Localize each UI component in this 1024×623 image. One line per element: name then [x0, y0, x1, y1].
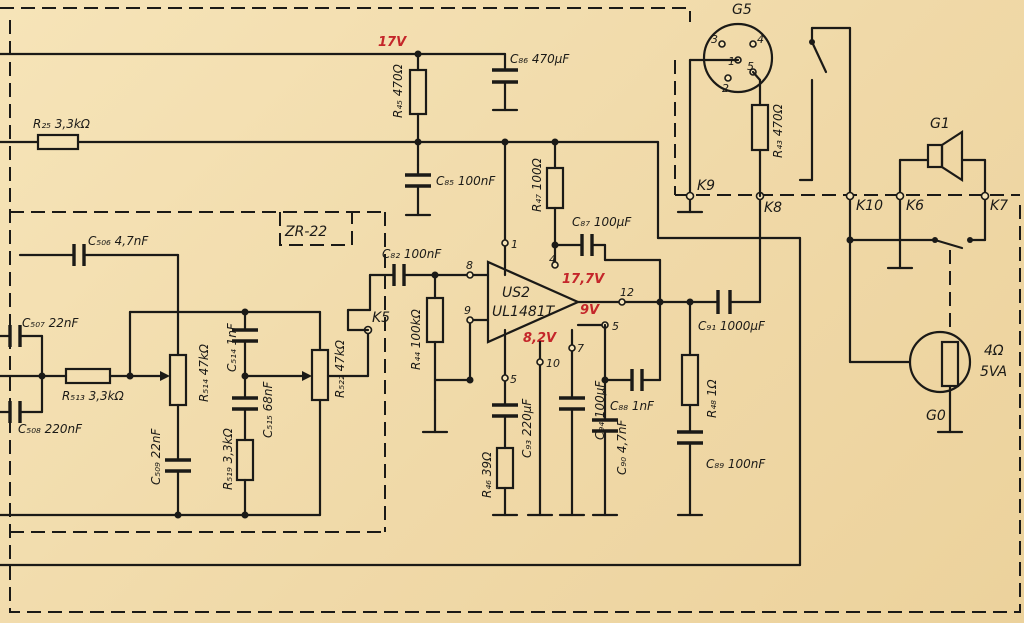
r47-label: R₄₇ 100Ω [530, 157, 544, 212]
resistor-r45 [408, 68, 428, 116]
resistor-r46 [495, 446, 515, 490]
c509-label: C₅₀₉ 22nF [149, 428, 163, 486]
g0-label: G0 [926, 408, 946, 424]
voltage-9v: 9V [580, 303, 600, 318]
pin-number-label: 10 [546, 357, 560, 370]
g5-label: G5 [732, 2, 752, 18]
zr22-label: ZR-22 [284, 224, 327, 240]
k8-label: K8 [764, 200, 782, 216]
r522-label: R₅₂₂ 47kΩ [333, 339, 347, 398]
r43-label: R₄₃ 470Ω [771, 103, 785, 158]
resistor-r513 [64, 367, 112, 385]
r45-label: R₄₅ 470Ω [391, 63, 405, 118]
c85-label: C₈₅ 100nF [436, 174, 496, 188]
k10-label: K10 [856, 198, 883, 214]
resistor-r47 [545, 166, 565, 210]
c90-label: C₉₀ 4,7nF [615, 418, 629, 475]
c91-label: C₉₁ 1000μF [698, 319, 766, 333]
pin-number-label: 5 [612, 320, 619, 333]
pin-number-label: 5 [510, 373, 517, 386]
speaker-g1: G1 [926, 116, 964, 183]
voltage-17v: 17V [378, 35, 407, 50]
lamp-ohms: 4Ω [984, 343, 1004, 359]
zr22-box: ZR-22 [279, 212, 353, 246]
potentiometer-r514 [168, 353, 188, 407]
pin-number-label: 1 [728, 55, 735, 68]
resistor-r519 [235, 438, 255, 482]
k6-label: K6 [906, 198, 924, 214]
resistor-r44 [425, 296, 445, 344]
c508-label: C₅₀₈ 220nF [18, 422, 83, 436]
pin-number-label: 5 [747, 60, 754, 73]
c93-label: C₉₃ 220μF [520, 398, 534, 458]
c515-label: C₅₁₅ 68nF [261, 381, 275, 439]
c86-label: C₈₆ 470μF [510, 52, 570, 66]
amplifier-us2 [486, 260, 581, 344]
c82-label: C₈₂ 100nF [382, 247, 442, 261]
voltage-82v: 8,2V [523, 331, 557, 346]
pin-number-label: 9 [464, 304, 471, 317]
r25-label: R₂₅ 3,3kΩ [33, 117, 91, 131]
pin-number-label: 7 [577, 342, 584, 355]
k5-label: K5 [372, 310, 390, 326]
us2-type: UL1481T [492, 304, 556, 320]
lamp-rating: 5VA [980, 364, 1007, 380]
r514-label: R₅₁₄ 47kΩ [197, 343, 211, 402]
socket-g5: G5 3 4 1 2 5 [702, 2, 774, 95]
voltage-177v: 17,7V [562, 272, 605, 287]
pin-number-label: 12 [620, 286, 634, 299]
pin-number-label: 3 [711, 33, 718, 46]
g1-label: G1 [930, 116, 950, 132]
c94-label: C₉₄ 100μF [593, 380, 607, 440]
c88-label: C₈₈ 1nF [610, 399, 655, 413]
pin-number-label: 8 [466, 259, 473, 272]
resistor-r48 [680, 353, 700, 407]
resistor-r43 [750, 103, 770, 152]
r48-label: R₄₈ 1Ω [705, 379, 719, 418]
c514-label: C₅₁₄ 1nF [225, 322, 239, 372]
resistor-r25 [36, 133, 80, 151]
r44-label: R₄₄ 100kΩ [409, 308, 423, 370]
potentiometer-r522 [310, 348, 330, 402]
r519-label: R₅₁₉ 3,3kΩ [221, 427, 235, 490]
k9-label: K9 [697, 178, 715, 194]
k7-label: K7 [990, 198, 1008, 214]
pin-number-label: 2 [722, 82, 729, 95]
lamp-g0: G0 4Ω 5VA [908, 330, 1007, 424]
r513-label: R₅₁₃ 3,3kΩ [62, 389, 125, 403]
c506-label: C₅₀₆ 4,7nF [88, 234, 149, 248]
c507-label: C₅₀₇ 22nF [22, 316, 80, 330]
us2-label: US2 [502, 285, 530, 301]
pin-number-label: 4 [549, 253, 556, 266]
r46-label: R₄₆ 39Ω [480, 451, 494, 498]
pin-number-label: 4 [757, 33, 764, 46]
pin-number-label: 1 [511, 238, 518, 251]
c89-label: C₈₉ 100nF [706, 457, 766, 471]
c87-label: C₈₇ 100μF [572, 215, 632, 229]
